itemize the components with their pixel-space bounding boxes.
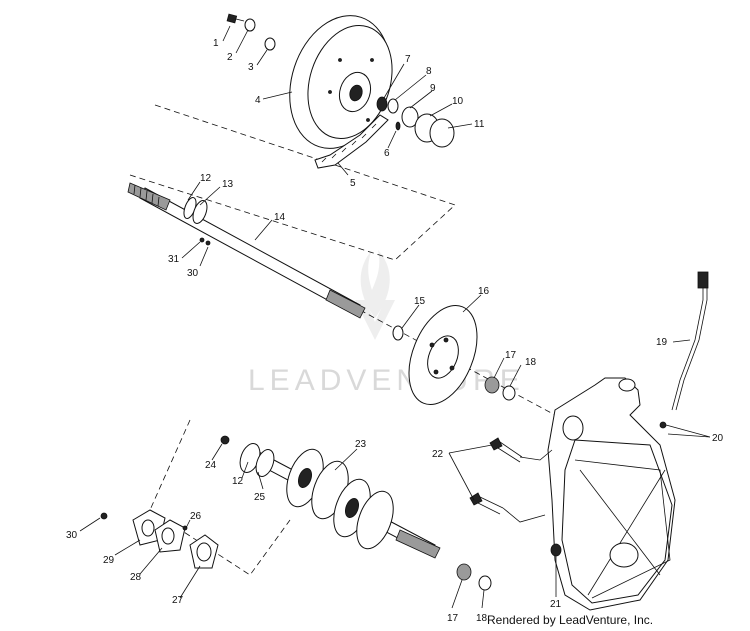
washer-8 [387,98,399,114]
o-ring-18-lower [478,575,492,591]
callout-21: 21 [550,599,562,610]
callout-labels: 1 2 3 4 5 6 7 8 9 10 11 12 13 14 15 16 1… [66,38,724,624]
driven-pulley [289,15,393,149]
callout-15: 15 [414,296,426,307]
callout-22: 22 [432,449,444,460]
callout-17-lower: 17 [447,613,459,624]
callout-18-lower: 18 [476,613,488,624]
set-screw-31 [199,237,205,243]
callout-7: 7 [405,54,411,65]
callout-2: 2 [227,52,233,63]
dipstick-19 [671,271,709,411]
watermark-text: LEADVENTURE [248,364,525,397]
callout-11: 11 [474,119,485,130]
snap-ring-15 [392,325,404,341]
bearing-7 [376,96,388,112]
bolt-1 [226,13,245,24]
callout-28: 28 [130,572,142,583]
bushing-3 [264,37,276,51]
callout-3: 3 [248,62,254,73]
callout-23: 23 [355,439,367,450]
callout-4: 4 [255,95,261,106]
callout-19: 19 [656,337,668,348]
bolt-22-upper [489,437,523,463]
bearing-9 [401,106,419,128]
callout-14: 14 [274,212,286,223]
callout-9: 9 [430,83,436,94]
set-screw-26 [182,525,188,531]
callout-8: 8 [426,66,432,77]
callout-25: 25 [254,492,266,503]
flange-11 [429,118,455,148]
callout-17-upper: 17 [505,350,517,361]
callout-13: 13 [222,179,234,190]
callout-26: 26 [190,511,202,522]
credit-text: Rendered by LeadVenture, Inc. [487,613,653,627]
drive-chain [314,114,389,169]
callout-24: 24 [205,460,217,471]
bearing-17-lower [456,563,472,581]
bolt-24 [220,435,230,445]
callout-5: 5 [350,178,356,189]
assembly-box-jackshaft [149,419,291,576]
bearing-plate-27-hole [196,542,212,562]
flange-plate-29-hole [141,519,155,537]
callout-10: 10 [452,96,464,107]
callout-27: 27 [172,595,184,606]
callout-12-lower: 12 [232,476,244,487]
washer-2 [244,18,256,32]
bolt-6 [395,121,401,131]
callout-1: 1 [213,38,219,49]
seal-13 [192,200,208,224]
bolt-22-lower [469,492,504,515]
drive-sprocket-right [333,478,394,550]
set-screw-30 [205,240,211,246]
nut-20 [659,421,667,429]
brake-disc-16 [408,304,478,406]
callout-30-upper: 30 [187,268,199,279]
bearing-housing-25 [239,443,275,477]
nut-21 [550,543,562,557]
callout-16: 16 [478,286,490,297]
callout-29: 29 [103,555,115,566]
chaincase-housing [547,377,676,611]
shaft-14 [127,182,366,319]
assembly-box-top [129,104,456,261]
callout-18-upper: 18 [525,357,537,368]
nut-30-lower [100,512,108,520]
o-ring-18-upper [502,385,516,401]
callout-31: 31 [168,254,180,265]
callout-30-lower: 30 [66,530,78,541]
leader-lines [79,25,711,609]
bearing-plate-28-hole [161,527,175,545]
callout-12: 12 [200,173,212,184]
watermark-logo-icon [355,250,395,340]
bearing-17-upper [484,376,500,394]
callout-20: 20 [712,433,724,444]
callout-6: 6 [384,148,390,159]
